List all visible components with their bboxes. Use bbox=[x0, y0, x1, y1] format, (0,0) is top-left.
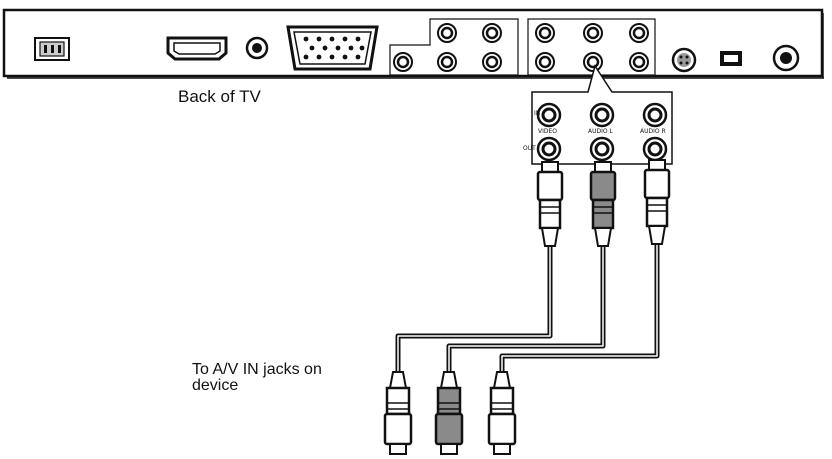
rca-plug-icon bbox=[643, 159, 671, 245]
rca-jack-icon bbox=[481, 22, 503, 44]
rca-jack-icon bbox=[628, 51, 650, 73]
panel-label-out: OUT bbox=[523, 145, 536, 152]
rca-plug-icon bbox=[536, 161, 564, 247]
hdmi-port-icon bbox=[166, 36, 228, 61]
rca-jack-icon bbox=[536, 102, 562, 128]
panel-label-audio-l: AUDIO L bbox=[588, 128, 614, 135]
rca-jack-icon bbox=[392, 51, 414, 73]
rca-plug-icon bbox=[383, 371, 413, 455]
panel-label-audio-r: AUDIO R bbox=[640, 128, 666, 135]
back-of-tv-label: Back of TV bbox=[178, 87, 261, 106]
av-panel-callout: IN OUT VIDEO AUDIO L AUDIO R bbox=[523, 64, 673, 165]
panel-label-in: IN bbox=[534, 110, 540, 117]
rca-jack-icon bbox=[582, 51, 604, 73]
rca-jack-icon bbox=[642, 136, 668, 162]
audio-jack-icon bbox=[245, 36, 269, 60]
rca-jack-icon bbox=[589, 136, 615, 162]
rca-jack-icon bbox=[534, 51, 556, 73]
svideo-port-icon bbox=[671, 47, 697, 73]
power-inlet-icon bbox=[34, 37, 70, 61]
rca-plug-icon bbox=[434, 371, 464, 455]
rca-jack-icon bbox=[534, 22, 556, 44]
av-jack-group bbox=[527, 18, 656, 76]
device-label-line2: device bbox=[192, 377, 239, 394]
rca-jack-icon bbox=[536, 136, 562, 162]
rca-jack-icon bbox=[642, 102, 668, 128]
vga-port-icon bbox=[286, 25, 379, 71]
rca-plug-icon bbox=[589, 161, 617, 247]
rca-jack-icon bbox=[628, 22, 650, 44]
rca-jack-icon bbox=[589, 102, 615, 128]
usb-port-icon bbox=[720, 51, 742, 66]
rca-jack-icon bbox=[582, 22, 604, 44]
device-label: To A/V IN jacks on device bbox=[192, 362, 322, 394]
device-label-line1: To A/V IN jacks on bbox=[192, 361, 322, 378]
component-jack-group bbox=[389, 18, 519, 76]
headphone-jack-icon bbox=[772, 44, 800, 72]
rca-jack-icon bbox=[436, 51, 458, 73]
rca-jack-icon bbox=[481, 51, 503, 73]
rca-jack-icon bbox=[436, 22, 458, 44]
rca-plug-icon bbox=[487, 371, 517, 455]
panel-label-video: VIDEO bbox=[538, 128, 557, 135]
